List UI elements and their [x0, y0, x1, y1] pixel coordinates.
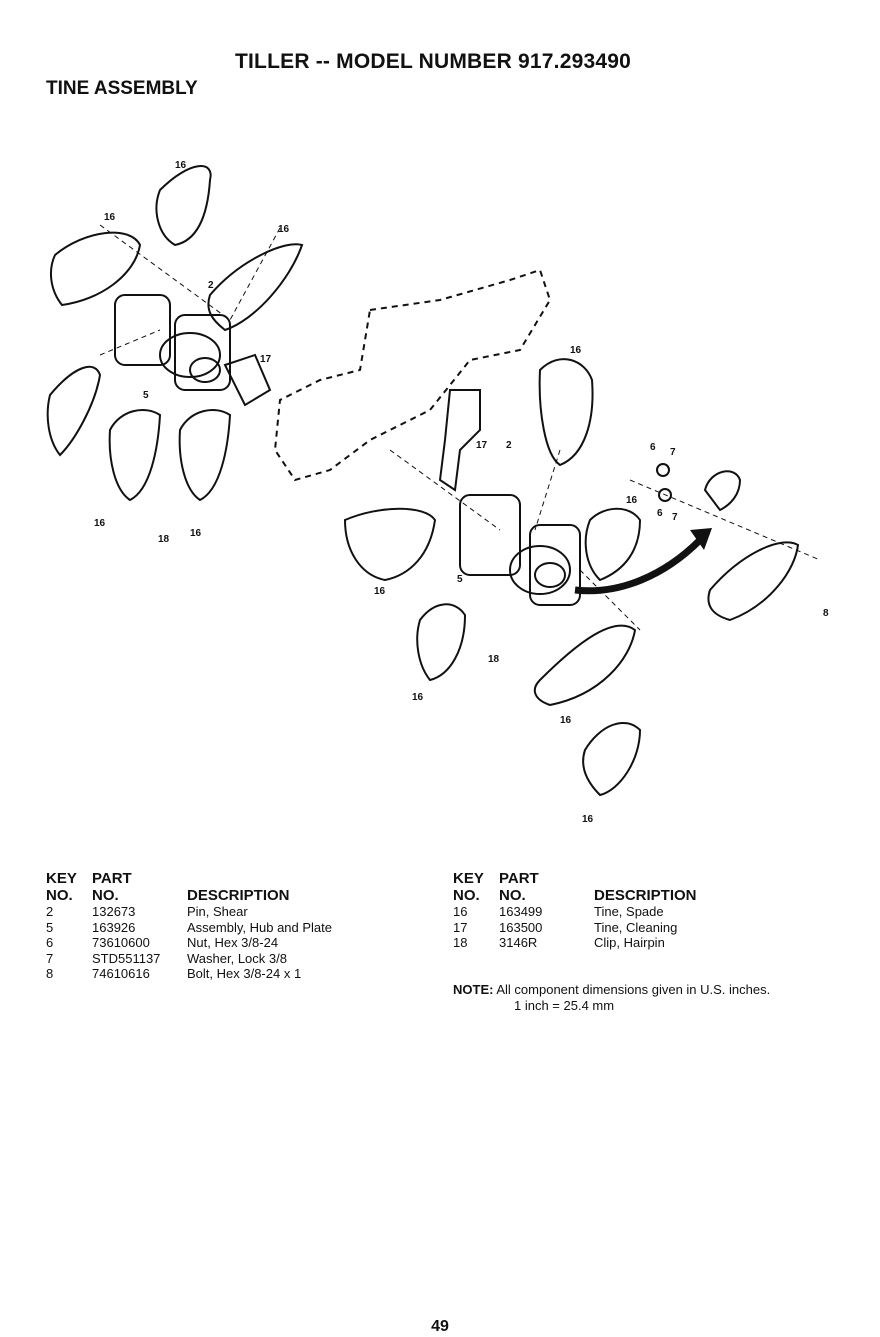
callout-8: 8 [823, 608, 829, 619]
page-number: 49 [431, 1318, 449, 1335]
table-row: 17 163500 Tine, Cleaning [453, 919, 678, 935]
dimension-note: NOTE: All component dimensions given in … [453, 982, 770, 1014]
tine-blade [416, 603, 467, 682]
note-text: All component dimensions given in U.S. i… [496, 982, 771, 997]
callout-6: 6 [650, 442, 656, 453]
cleaning-tine [223, 353, 272, 407]
tine-blade [538, 358, 594, 467]
hub-shaft [509, 545, 571, 595]
col-description-header: DESCRIPTION [187, 887, 290, 904]
callout-17: 17 [260, 354, 272, 365]
callout-16: 16 [570, 345, 582, 356]
callout-6: 6 [657, 508, 663, 519]
callout-5: 5 [457, 574, 463, 585]
callout-16: 16 [626, 495, 638, 506]
section-subtitle: TINE ASSEMBLY [46, 78, 198, 99]
col-description-header: DESCRIPTION [594, 887, 697, 904]
callout-7: 7 [670, 447, 676, 458]
note-label: NOTE: [453, 982, 494, 997]
tine-blade [343, 507, 437, 582]
tine-blade [707, 541, 800, 622]
tine-blade [582, 721, 642, 797]
callout-16: 16 [560, 715, 572, 726]
callout-2: 2 [208, 280, 214, 291]
bolt-bracket [703, 470, 742, 512]
table-row: 6 73610600 Nut, Hex 3/8-24 [46, 935, 279, 950]
callout-2: 2 [506, 440, 512, 451]
callout-16: 16 [104, 212, 116, 223]
table-row: 16 163499 Tine, Spade [453, 904, 664, 919]
page-title: TILLER -- MODEL NUMBER 917.293490 [235, 50, 631, 73]
callout-18: 18 [488, 654, 500, 665]
callout-16: 16 [190, 528, 202, 539]
hub-plate [174, 314, 231, 391]
tine-blade [584, 507, 642, 582]
tine-blade [108, 409, 162, 502]
direction-arrow [574, 537, 703, 595]
callout-16: 16 [582, 814, 594, 825]
callout-16: 16 [412, 692, 424, 703]
hub-plate [529, 524, 581, 606]
hub-plate [459, 494, 521, 576]
callout-16: 16 [175, 160, 187, 171]
tine-blade [178, 409, 232, 502]
hub-shaft [159, 332, 221, 378]
cleaning-tine [438, 389, 481, 492]
tine-blade [46, 365, 102, 457]
callout-5: 5 [143, 390, 149, 401]
tine-blade [533, 624, 637, 707]
callout-16: 16 [278, 224, 290, 235]
callout-16: 16 [374, 586, 386, 597]
callout-7: 7 [672, 512, 678, 523]
hub-plate [114, 294, 171, 366]
table-row: 18 3146R Clip, Hairpin [453, 935, 665, 950]
callout-16: 16 [94, 518, 106, 529]
note-conversion: 1 inch = 25.4 mm [514, 998, 615, 1013]
tine-blade [49, 231, 142, 307]
tine-blade [207, 243, 304, 332]
callout-17: 17 [476, 440, 488, 451]
tiller-housing [273, 268, 552, 482]
tine-assembly-diagram: 16 16 16 2 17 5 16 18 16 16 17 2 6 7 16 … [46, 160, 829, 825]
table-row: 8 74610616 Bolt, Hex 3/8-24 x 1 [46, 966, 302, 981]
tine-blade [155, 165, 212, 247]
table-row: 5 163926 Assembly, Hub and Plate [46, 919, 332, 935]
table-row: 2 132673 Pin, Shear [46, 904, 248, 919]
callout-18: 18 [158, 534, 170, 545]
table-row: 7 STD551137 Washer, Lock 3/8 [46, 950, 287, 966]
